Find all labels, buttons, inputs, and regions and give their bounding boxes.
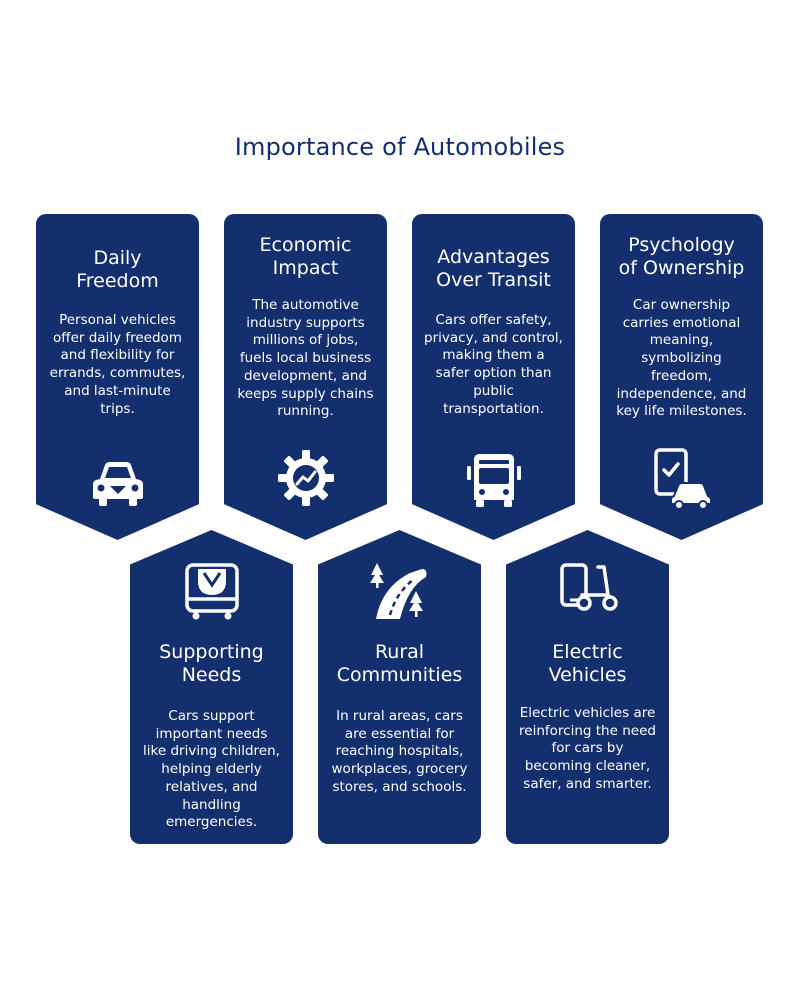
phone-car-check-icon bbox=[650, 446, 714, 510]
card-title-line: Freedom bbox=[76, 270, 159, 292]
road-trees-icon bbox=[368, 559, 432, 623]
card-title-line: Electric bbox=[552, 641, 623, 663]
card-title-line: Rural bbox=[374, 641, 425, 663]
car-seat-icon bbox=[180, 559, 244, 623]
card-daily-freedom: Daily Freedom Personal vehicles offer da… bbox=[36, 214, 199, 540]
card-description: The automotive industry supports million… bbox=[237, 297, 374, 420]
card-title-line: Advantages bbox=[437, 246, 550, 268]
card-title-line: Psychology bbox=[628, 234, 735, 256]
card-title-line: of Ownership bbox=[618, 257, 745, 279]
card-advantages-over-transit: Advantages Over Transit Cars offer safet… bbox=[412, 214, 575, 540]
card-title: Psychology of Ownership bbox=[600, 234, 763, 280]
card-title: Rural Communities bbox=[318, 641, 481, 687]
card-title: Economic Impact bbox=[224, 234, 387, 280]
card-title-line: Vehicles bbox=[548, 664, 627, 686]
card-rural-communities: Rural Communities In rural areas, cars a… bbox=[318, 530, 481, 844]
phone-scooter-icon bbox=[556, 559, 620, 623]
card-title: Electric Vehicles bbox=[506, 641, 669, 687]
card-title: Advantages Over Transit bbox=[412, 246, 575, 292]
card-title-line: Over Transit bbox=[436, 269, 551, 291]
card-title-line: Daily bbox=[93, 247, 142, 269]
car-front-icon bbox=[86, 449, 150, 513]
card-description: Cars support important needs like drivin… bbox=[143, 708, 280, 831]
card-title-line: Economic bbox=[259, 234, 352, 256]
card-title-line: Impact bbox=[272, 257, 339, 279]
card-description: Electric vehicles are reinforcing the ne… bbox=[519, 705, 656, 792]
card-description: In rural areas, cars are essential for r… bbox=[331, 708, 468, 795]
card-description: Car ownership carries emotional meaning,… bbox=[616, 297, 747, 420]
card-title: Supporting Needs bbox=[130, 641, 293, 687]
page-title: Importance of Automobiles bbox=[234, 133, 566, 161]
card-title-line: Communities bbox=[336, 664, 463, 686]
card-title: Daily Freedom bbox=[36, 247, 199, 293]
card-supporting-needs: Supporting Needs Cars support important … bbox=[130, 530, 293, 844]
card-economic-impact: Economic Impact The automotive industry … bbox=[224, 214, 387, 540]
bus-front-icon bbox=[462, 448, 526, 512]
card-title-line: Needs bbox=[181, 664, 242, 686]
card-description: Personal vehicles offer daily freedom an… bbox=[49, 312, 186, 417]
card-electric-vehicles: Electric Vehicles Electric vehicles are … bbox=[506, 530, 669, 844]
gear-trend-icon bbox=[274, 446, 338, 510]
card-title-line: Supporting bbox=[159, 641, 264, 663]
card-psychology-of-ownership: Psychology of Ownership Car ownership ca… bbox=[600, 214, 763, 540]
card-description: Cars offer safety, privacy, and control,… bbox=[424, 312, 563, 417]
